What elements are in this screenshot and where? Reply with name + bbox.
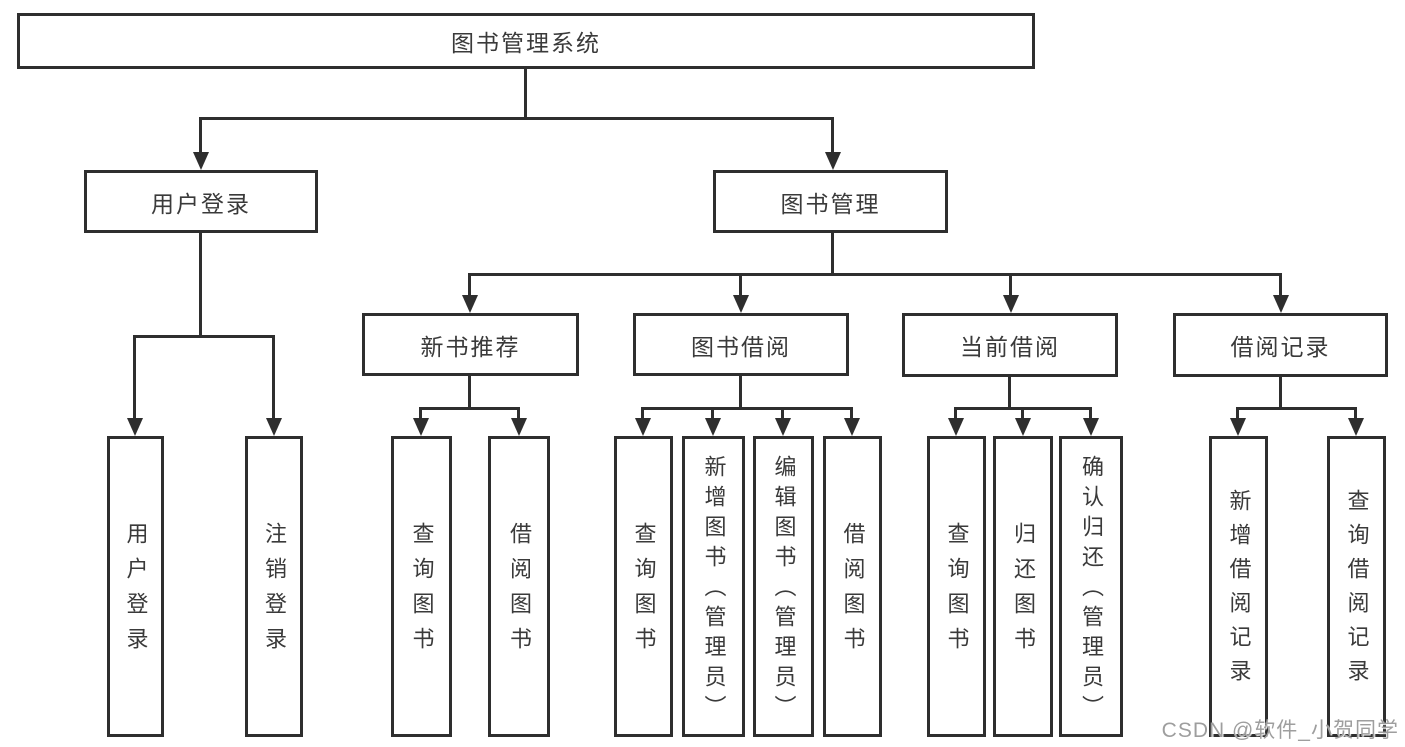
edge-drop-line xyxy=(272,335,275,420)
arrowhead-down-icon xyxy=(511,418,527,436)
arrowhead-down-icon xyxy=(844,418,860,436)
leaf-label: 归还图书 xyxy=(1011,521,1036,662)
edge-drop-line xyxy=(468,273,471,297)
leaf-add-borrow-record: 新增借阅记录 xyxy=(1209,436,1268,737)
edge-stem xyxy=(199,233,202,337)
edge-drop-line xyxy=(517,407,520,420)
node-new-book-recommend-label: 新书推荐 xyxy=(420,333,521,360)
edge-stem xyxy=(739,376,742,409)
leaf-label: 借阅图书 xyxy=(840,521,866,662)
arrowhead-down-icon xyxy=(733,295,749,313)
arrowhead-down-icon xyxy=(1003,295,1019,313)
leaf-label: 确认归还（管理员） xyxy=(1079,454,1104,725)
edge-root-rail xyxy=(200,117,834,120)
arrowhead-down-icon xyxy=(1083,418,1099,436)
edge-drop-line xyxy=(133,335,136,420)
arrowhead-down-icon xyxy=(635,418,651,436)
arrowhead-down-icon xyxy=(825,152,841,170)
edge-rail xyxy=(134,335,275,338)
leaf-label: 新增图书（管理员） xyxy=(701,454,727,725)
leaf-return-books: 归还图书 xyxy=(993,436,1053,737)
edge-stem xyxy=(1279,377,1282,409)
leaf-label: 查询图书 xyxy=(944,521,970,662)
edge-drop-line xyxy=(641,407,644,420)
leaf-label: 借阅图书 xyxy=(507,521,532,662)
leaf-logout: 注销登录 xyxy=(245,436,303,737)
leaf-label: 注销登录 xyxy=(262,521,287,662)
edge-drop-line xyxy=(199,117,202,155)
edge-root-stem xyxy=(524,69,527,120)
node-current-borrow: 当前借阅 xyxy=(902,313,1118,377)
edge-drop-line xyxy=(1009,273,1012,297)
leaf-query-books-borrow: 查询图书 xyxy=(614,436,673,737)
edge-drop-line xyxy=(831,117,834,155)
edge-drop-line xyxy=(739,273,742,297)
leaf-borrow-books-recommend: 借阅图书 xyxy=(488,436,550,737)
leaf-query-books-current: 查询图书 xyxy=(927,436,986,737)
edge-drop-line xyxy=(1279,273,1282,297)
leaf-confirm-return-admin: 确认归还（管理员） xyxy=(1059,436,1123,737)
edge-drop-line xyxy=(1021,407,1024,420)
edge-rail xyxy=(642,407,853,410)
leaf-add-books-admin: 新增图书（管理员） xyxy=(682,436,745,737)
leaf-label: 用户登录 xyxy=(123,521,149,662)
arrowhead-down-icon xyxy=(1230,418,1246,436)
leaf-edit-books-admin: 编辑图书（管理员） xyxy=(753,436,814,737)
edge-rail xyxy=(420,407,520,410)
leaf-query-books-recommend: 查询图书 xyxy=(391,436,452,737)
edge-drop-line xyxy=(1236,407,1239,420)
csdn-watermark: CSDN @软件_小贺同学 xyxy=(1161,719,1399,742)
edge-drop-line xyxy=(954,407,957,420)
edge-stem xyxy=(1008,377,1011,409)
edge-drop-line xyxy=(1089,407,1092,420)
edge-rail xyxy=(469,273,1282,276)
edge-drop-line xyxy=(419,407,422,420)
leaf-label: 查询图书 xyxy=(409,521,435,662)
node-borrow-records: 借阅记录 xyxy=(1173,313,1388,377)
node-user-login: 用户登录 xyxy=(84,170,318,233)
arrowhead-down-icon xyxy=(1015,418,1031,436)
arrowhead-down-icon xyxy=(775,418,791,436)
leaf-user-login: 用户登录 xyxy=(107,436,164,737)
node-book-borrow: 图书借阅 xyxy=(633,313,849,376)
arrowhead-down-icon xyxy=(1273,295,1289,313)
edge-drop-line xyxy=(711,407,714,420)
node-user-login-label: 用户登录 xyxy=(151,190,251,217)
edge-stem xyxy=(468,376,471,409)
leaf-query-borrow-record: 查询借阅记录 xyxy=(1327,436,1386,737)
edge-drop-line xyxy=(781,407,784,420)
arrowhead-down-icon xyxy=(462,295,478,313)
node-book-management-label: 图书管理 xyxy=(780,190,881,217)
node-borrow-records-label: 借阅记录 xyxy=(1230,334,1331,360)
arrowhead-down-icon xyxy=(127,418,143,436)
edge-stem xyxy=(831,233,834,275)
edge-drop-line xyxy=(850,407,853,420)
node-new-book-recommend: 新书推荐 xyxy=(362,313,579,376)
arrowhead-down-icon xyxy=(193,152,209,170)
leaf-label: 编辑图书（管理员） xyxy=(771,454,797,725)
node-root-label: 图书管理系统 xyxy=(451,30,601,56)
node-book-management: 图书管理 xyxy=(713,170,948,233)
node-current-borrow-label: 当前借阅 xyxy=(960,334,1060,360)
leaf-label: 查询借阅记录 xyxy=(1344,488,1370,693)
arrowhead-down-icon xyxy=(413,418,429,436)
arrowhead-down-icon xyxy=(948,418,964,436)
leaf-label: 新增借阅记录 xyxy=(1226,488,1252,693)
leaf-label: 查询图书 xyxy=(631,521,657,662)
leaf-borrow-books: 借阅图书 xyxy=(823,436,882,737)
arrowhead-down-icon xyxy=(1348,418,1364,436)
node-root: 图书管理系统 xyxy=(17,13,1035,69)
edge-drop-line xyxy=(1354,407,1357,420)
node-book-borrow-label: 图书借阅 xyxy=(691,333,791,360)
arrowhead-down-icon xyxy=(266,418,282,436)
edge-rail xyxy=(1237,407,1357,410)
arrowhead-down-icon xyxy=(705,418,721,436)
